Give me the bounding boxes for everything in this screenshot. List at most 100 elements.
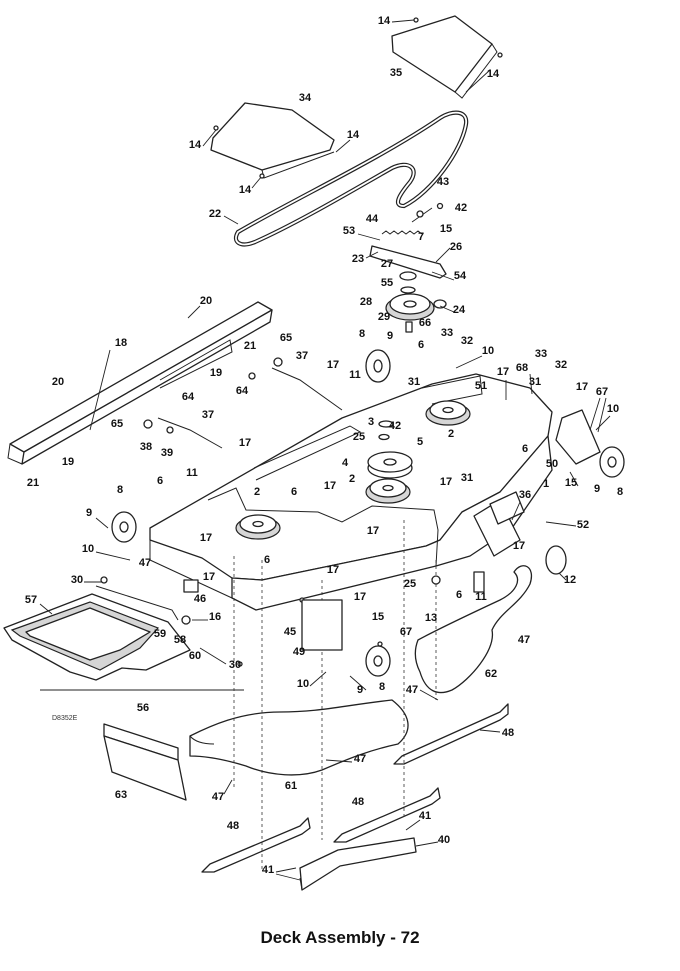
callout-14: 14	[239, 184, 252, 196]
callout-33: 33	[441, 327, 453, 339]
callout-43: 43	[437, 176, 449, 188]
callout-42: 42	[389, 420, 401, 432]
callout-2: 2	[349, 473, 355, 485]
callout-64: 64	[182, 391, 195, 403]
callout-20: 20	[52, 376, 64, 388]
callout-51: 51	[475, 380, 487, 392]
baffle-62	[414, 565, 533, 694]
callout-2: 2	[448, 428, 454, 440]
callout-11: 11	[186, 467, 198, 479]
callout-17: 17	[324, 480, 336, 492]
callout-8: 8	[379, 681, 385, 693]
callout-7: 7	[418, 231, 424, 243]
callout-20: 20	[200, 295, 212, 307]
callout-48: 48	[352, 796, 364, 808]
callout-17: 17	[576, 381, 588, 393]
callout-58: 58	[174, 634, 186, 646]
callout-3: 3	[368, 416, 374, 428]
figure-caption: Deck Assembly - 72	[260, 928, 420, 947]
callout-25: 25	[353, 431, 365, 443]
callout-37: 37	[296, 350, 308, 362]
callout-19: 19	[210, 367, 222, 379]
baffle-61	[189, 699, 409, 776]
callout-17: 17	[327, 564, 339, 576]
callout-62: 62	[485, 668, 497, 680]
callout-8: 8	[359, 328, 365, 340]
callout-9: 9	[594, 483, 600, 495]
callout-33: 33	[535, 348, 547, 360]
blade-tool-40	[299, 837, 417, 891]
callout-17: 17	[513, 540, 525, 552]
drive-pulley-4	[367, 420, 413, 479]
belt-cover-35	[391, 15, 498, 99]
callout-44: 44	[366, 213, 379, 225]
callout-8: 8	[617, 486, 623, 498]
callout-41: 41	[262, 864, 274, 876]
callout-14: 14	[347, 129, 360, 141]
callout-37: 37	[202, 409, 214, 421]
callout-6: 6	[264, 554, 270, 566]
callout-29: 29	[378, 311, 390, 323]
callout-40: 40	[438, 834, 450, 846]
callout-21: 21	[27, 477, 39, 489]
callout-17: 17	[354, 591, 366, 603]
callout-15: 15	[565, 477, 577, 489]
callout-56: 56	[137, 702, 149, 714]
callout-31: 31	[461, 472, 473, 484]
callout-32: 32	[461, 335, 473, 347]
callout-50: 50	[546, 458, 558, 470]
callout-2: 2	[254, 486, 260, 498]
callout-55: 55	[381, 277, 393, 289]
callout-53: 53	[343, 225, 355, 237]
callout-10: 10	[297, 678, 309, 690]
callout-64: 64	[236, 385, 249, 397]
callout-35: 35	[390, 67, 402, 79]
callout-67: 67	[400, 626, 412, 638]
callout-27: 27	[381, 258, 393, 270]
pivot-bracket-50	[555, 409, 601, 465]
callout-17: 17	[367, 525, 379, 537]
callout-24: 24	[453, 304, 466, 316]
callout-19: 19	[62, 456, 74, 468]
shield-63	[103, 723, 187, 801]
callout-31: 31	[408, 376, 420, 388]
callout-26: 26	[450, 241, 462, 253]
callout-25: 25	[404, 578, 416, 590]
callout-17: 17	[239, 437, 251, 449]
callout-16: 16	[209, 611, 221, 623]
callout-6: 6	[291, 486, 297, 498]
callout-31: 31	[529, 376, 541, 388]
callout-6: 6	[522, 443, 528, 455]
callout-5: 5	[417, 436, 423, 448]
callout-32: 32	[555, 359, 567, 371]
callout-38: 38	[140, 441, 152, 453]
callout-67: 67	[596, 386, 608, 398]
callout-22: 22	[209, 208, 221, 220]
callout-11: 11	[475, 591, 487, 603]
callout-17: 17	[497, 366, 509, 378]
callout-45: 45	[284, 626, 296, 638]
belt-cover-34	[210, 102, 335, 179]
hardware-bolts	[100, 17, 567, 667]
callout-8: 8	[117, 484, 123, 496]
callout-48: 48	[227, 820, 239, 832]
callout-57: 57	[25, 594, 37, 606]
callout-61: 61	[285, 780, 297, 792]
callout-10: 10	[82, 543, 94, 555]
callout-39: 39	[161, 447, 173, 459]
callout-23: 23	[352, 253, 364, 265]
callout-47: 47	[518, 634, 530, 646]
callout-10: 10	[482, 345, 494, 357]
callout-10: 10	[607, 403, 619, 415]
callout-47: 47	[406, 684, 418, 696]
callout-9: 9	[387, 330, 393, 342]
callout-30: 30	[71, 574, 83, 586]
callout-4: 4	[342, 457, 349, 469]
callout-13: 13	[425, 612, 437, 624]
anti-scalp-shaft-37	[157, 367, 343, 449]
callout-36: 36	[519, 489, 531, 501]
callout-42: 42	[455, 202, 467, 214]
callout-65: 65	[280, 332, 292, 344]
callout-63: 63	[115, 789, 127, 801]
